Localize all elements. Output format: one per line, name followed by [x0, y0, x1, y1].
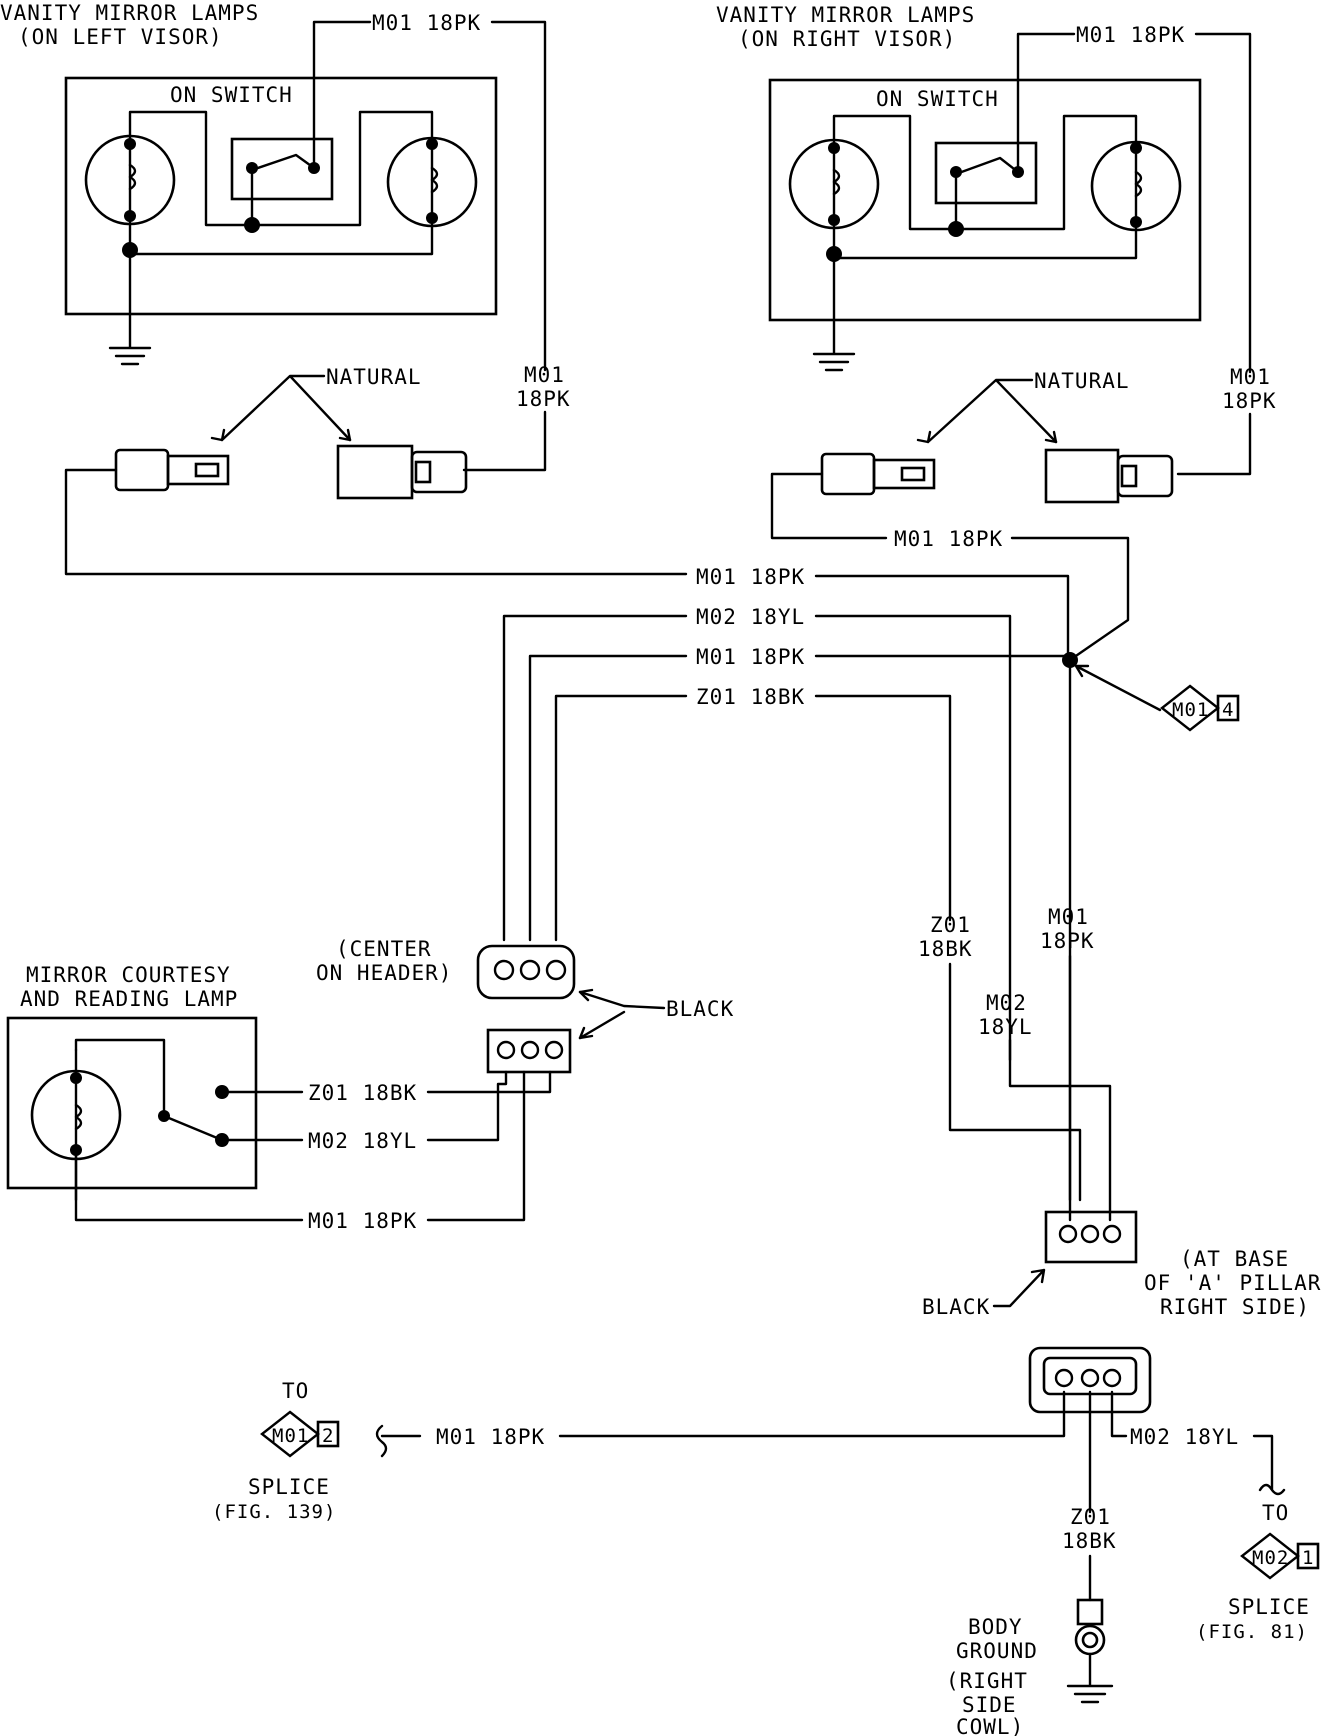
center-connector-label-2: ON HEADER)	[316, 961, 452, 985]
body-ground-5: COWL)	[956, 1715, 1024, 1736]
pillar-location-3: RIGHT SIDE)	[1160, 1295, 1310, 1319]
courtesy-wire-z01: Z01 18BK	[308, 1081, 417, 1105]
courtesy-wire-m01: M01 18PK	[308, 1209, 417, 1233]
left-splice-to: TO	[282, 1379, 309, 1403]
pillar-wire-z01-2: 18BK	[918, 937, 973, 961]
right-visor-switch-label: ON SWITCH	[876, 87, 999, 111]
header-wire-4: Z01 18BK	[696, 685, 805, 709]
pillar-location-2: OF 'A' PILLAR	[1144, 1271, 1321, 1295]
splice-ref-m02-1-code: M02	[1252, 1547, 1289, 1569]
left-visor-wire-side-1: M01	[524, 363, 565, 387]
body-ground-1: BODY	[968, 1615, 1023, 1639]
lower-connections: TO M01 2 SPLICE (FIG. 139) M01 18PK Z01 …	[212, 1379, 1320, 1736]
right-visor-connector-2	[1044, 448, 1120, 504]
right-splice-to: TO	[1262, 1501, 1289, 1525]
pillar-harness: Z01 18BK M01 18PK M02 18YL BLACK (AT BAS…	[918, 905, 1321, 1414]
courtesy-lamp-box	[6, 1016, 258, 1190]
left-visor-wire-top: M01 18PK	[372, 11, 481, 35]
header-wire-3: M01 18PK	[696, 645, 805, 669]
splice-dot	[1062, 652, 1078, 668]
body-ground-eyelet-icon	[1074, 1624, 1106, 1656]
right-visor-ground-icon	[812, 256, 856, 372]
splice-ref-m01-2-icon	[260, 1410, 320, 1458]
right-visor-title-line1: VANITY MIRROR LAMPS	[716, 3, 975, 27]
pillar-connector-color: BLACK	[922, 1295, 990, 1319]
right-visor-assembly: VANITY MIRROR LAMPS (ON RIGHT VISOR) ON …	[716, 3, 1277, 662]
right-visor-wire-top: M01 18PK	[1076, 23, 1185, 47]
body-ground-icon	[1066, 1652, 1114, 1704]
pillar-wire-m02-1: M02	[986, 991, 1027, 1015]
header-wire-2: M02 18YL	[696, 605, 805, 629]
pillar-wire-m02-2: 18YL	[978, 1015, 1033, 1039]
right-visor-wire-side-1: M01	[1230, 365, 1271, 389]
pillar-location-1: (AT BASE	[1180, 1247, 1289, 1271]
lower-wire-m02: M02 18YL	[1130, 1425, 1239, 1449]
center-header-connector-upper	[476, 944, 576, 1000]
center-connector: (CENTER ON HEADER) BLACK	[316, 937, 734, 1074]
left-splice-fig: (FIG. 139)	[212, 1501, 336, 1523]
left-splice-label: SPLICE	[248, 1475, 330, 1499]
splice-ref-m01-4-code: M01	[1172, 699, 1209, 721]
lower-wire-z01-2: 18BK	[1062, 1529, 1117, 1553]
pillar-connector-upper	[1044, 1210, 1138, 1264]
left-visor-title-line2: (ON LEFT VISOR)	[18, 25, 223, 49]
splice-ref-m02-1-num: 1	[1302, 1547, 1314, 1569]
right-visor-wire-side-2: 18PK	[1222, 389, 1277, 413]
left-visor-switch-label: ON SWITCH	[170, 83, 293, 107]
header-harness: M01 18PK M02 18YL M01 18PK Z01 18BK M01 …	[502, 565, 1240, 1222]
left-visor-ground-icon	[108, 252, 152, 366]
left-visor-wire-side-2: 18PK	[516, 387, 571, 411]
left-visor-box	[64, 76, 498, 316]
left-visor-connector-label: NATURAL	[326, 365, 422, 389]
left-visor-assembly: VANITY MIRROR LAMPS (ON LEFT VISOR) ON S…	[0, 1, 688, 576]
left-visor-connector-1	[114, 448, 170, 492]
pillar-wire-m01-2: 18PK	[1040, 929, 1095, 953]
left-visor-switch	[230, 137, 334, 201]
splice-ref-m01-4-icon	[1160, 684, 1220, 732]
pillar-wire-z01-1: Z01	[930, 913, 971, 937]
center-connector-label-1: (CENTER	[336, 937, 432, 961]
courtesy-lamp-title-1: MIRROR COURTESY	[26, 963, 231, 987]
body-ground-terminal	[1076, 1598, 1104, 1626]
left-visor-connector-2	[336, 444, 414, 500]
right-splice-label: SPLICE	[1228, 1595, 1310, 1619]
body-ground-4: SIDE	[962, 1693, 1017, 1717]
pillar-wire-m01-1: M01	[1048, 905, 1089, 929]
splice-ref-m01-2-num: 2	[322, 1425, 334, 1447]
courtesy-lamp: MIRROR COURTESY AND READING LAMP Z01 18B…	[6, 963, 552, 1233]
left-visor-title-line1: VANITY MIRROR LAMPS	[0, 1, 259, 25]
splice-ref-m01-4-num: 4	[1222, 699, 1234, 721]
right-visor-box	[768, 78, 1202, 322]
body-ground-2: GROUND	[956, 1639, 1038, 1663]
splice-ref-m02-1-icon	[1240, 1532, 1300, 1580]
lower-wire-m01: M01 18PK	[436, 1425, 545, 1449]
right-visor-connector-label: NATURAL	[1034, 369, 1130, 393]
right-visor-title-line2: (ON RIGHT VISOR)	[738, 27, 956, 51]
right-visor-connector-1	[820, 452, 876, 496]
center-header-connector-lower	[486, 1028, 572, 1074]
courtesy-lamp-title-2: AND READING LAMP	[20, 987, 238, 1011]
splice-ref-m01-2-code: M01	[272, 1425, 309, 1447]
center-connector-color: BLACK	[666, 997, 734, 1021]
body-ground-3: (RIGHT	[946, 1669, 1028, 1693]
right-splice-fig: (FIG. 81)	[1196, 1621, 1308, 1643]
right-visor-switch	[934, 141, 1038, 205]
right-visor-wire-lower: M01 18PK	[894, 527, 1003, 551]
courtesy-wire-m02: M02 18YL	[308, 1129, 417, 1153]
header-wire-1: M01 18PK	[696, 565, 805, 589]
lower-wire-z01-1: Z01	[1070, 1505, 1111, 1529]
